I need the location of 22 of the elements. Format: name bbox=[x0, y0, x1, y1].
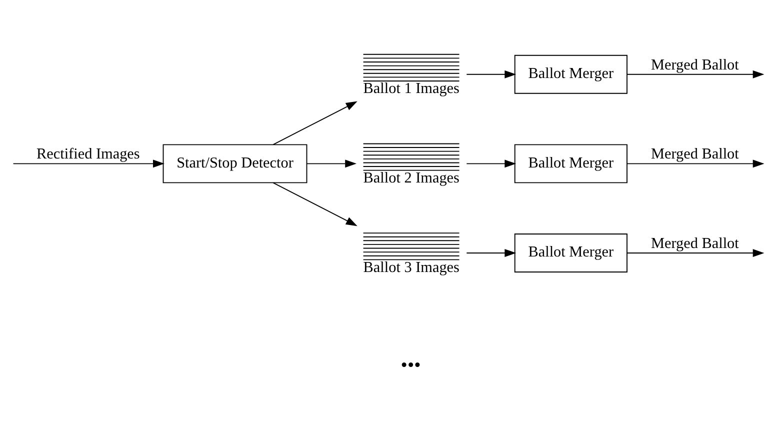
arrow bbox=[466, 70, 516, 78]
arrow bbox=[272, 182, 358, 226]
node-box: Ballot Merger bbox=[514, 234, 628, 272]
arrow bbox=[306, 160, 357, 168]
node-box: Ballot Merger bbox=[514, 54, 628, 94]
arrow bbox=[626, 160, 764, 168]
node-box: Start/Stop Detector bbox=[162, 144, 308, 184]
arrow bbox=[466, 249, 516, 257]
arrow bbox=[626, 70, 764, 78]
node-text: Ballot 1 Images bbox=[363, 80, 460, 98]
arrow bbox=[466, 160, 516, 168]
node-text: Ballot 3 Images bbox=[363, 258, 460, 276]
edge-label: Rectified Images bbox=[36, 146, 140, 163]
node-box: Ballot Merger bbox=[514, 144, 628, 184]
edge-label: Merged Ballot bbox=[650, 146, 739, 163]
arrow bbox=[12, 160, 164, 168]
edge-label: Merged Ballot bbox=[650, 235, 739, 252]
arrow bbox=[272, 101, 358, 145]
arrow bbox=[626, 249, 764, 257]
label: ••• bbox=[400, 354, 421, 376]
edge-label: Merged Ballot bbox=[650, 56, 739, 74]
node-text: Ballot 2 Images bbox=[363, 170, 460, 186]
